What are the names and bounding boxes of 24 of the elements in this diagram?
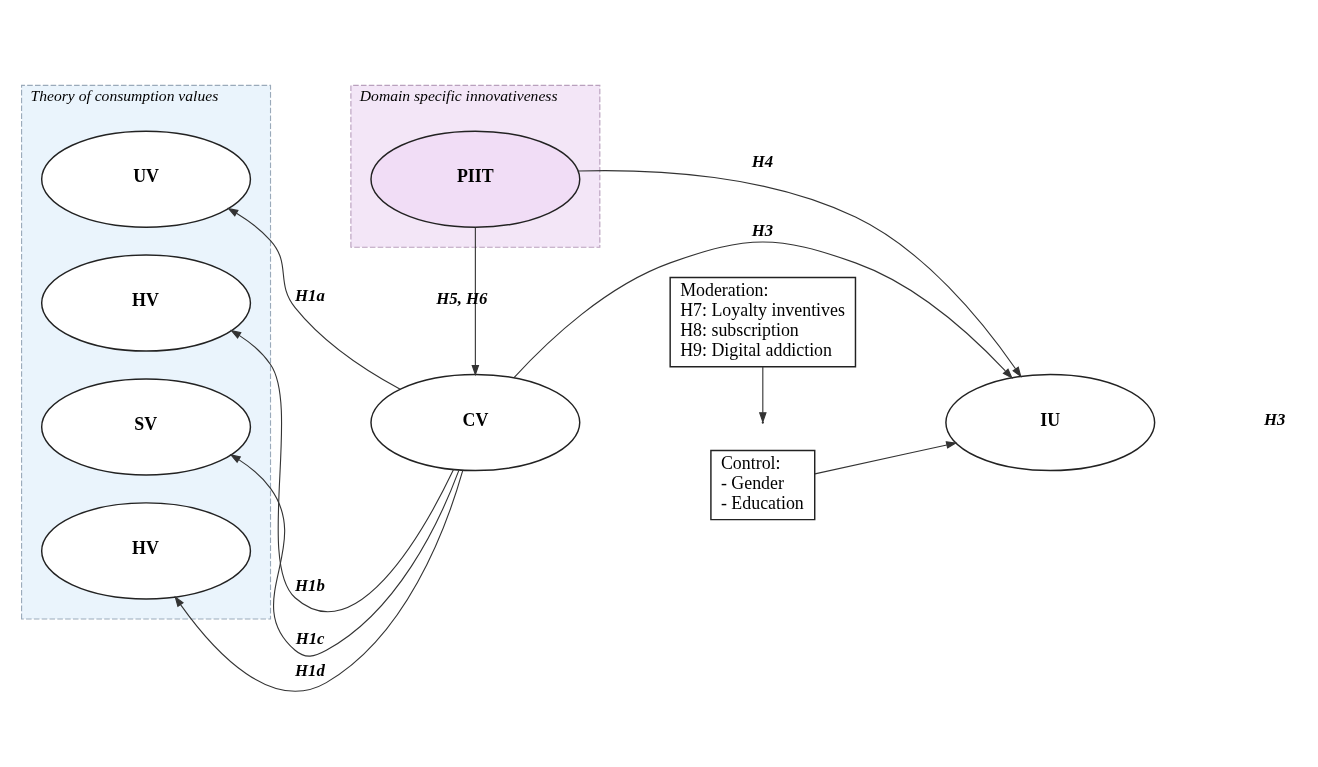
edge-label: H1d	[295, 660, 325, 680]
arrow	[577, 169, 1022, 378]
arrow	[758, 365, 767, 423]
edge-label: H1c	[295, 628, 325, 648]
node-box: Control: - Gender - Education	[710, 449, 816, 520]
arrow	[229, 453, 460, 657]
arrow	[814, 440, 958, 474]
node-ellipse: UV	[40, 129, 252, 228]
node-ellipse: HV	[40, 501, 252, 600]
node-ellipse: SV	[40, 377, 252, 476]
node-box: Moderation: H7: Loyalty inventives H8: subscription H9: Digital addiction	[669, 276, 857, 367]
edge-label: H4	[751, 151, 774, 171]
node-ellipse: HV	[40, 253, 252, 352]
label: H3	[1264, 409, 1286, 429]
edge-label: H1b	[295, 575, 325, 595]
arrow	[513, 240, 1013, 379]
node-ellipse: CV	[370, 373, 581, 471]
arrow	[174, 469, 464, 692]
edge-label: H1a	[295, 285, 325, 305]
arrow	[227, 207, 401, 390]
edge-label: H3	[751, 220, 774, 240]
arrow	[230, 329, 455, 612]
node-ellipse: PIIT	[370, 129, 581, 228]
arrow	[471, 226, 480, 376]
